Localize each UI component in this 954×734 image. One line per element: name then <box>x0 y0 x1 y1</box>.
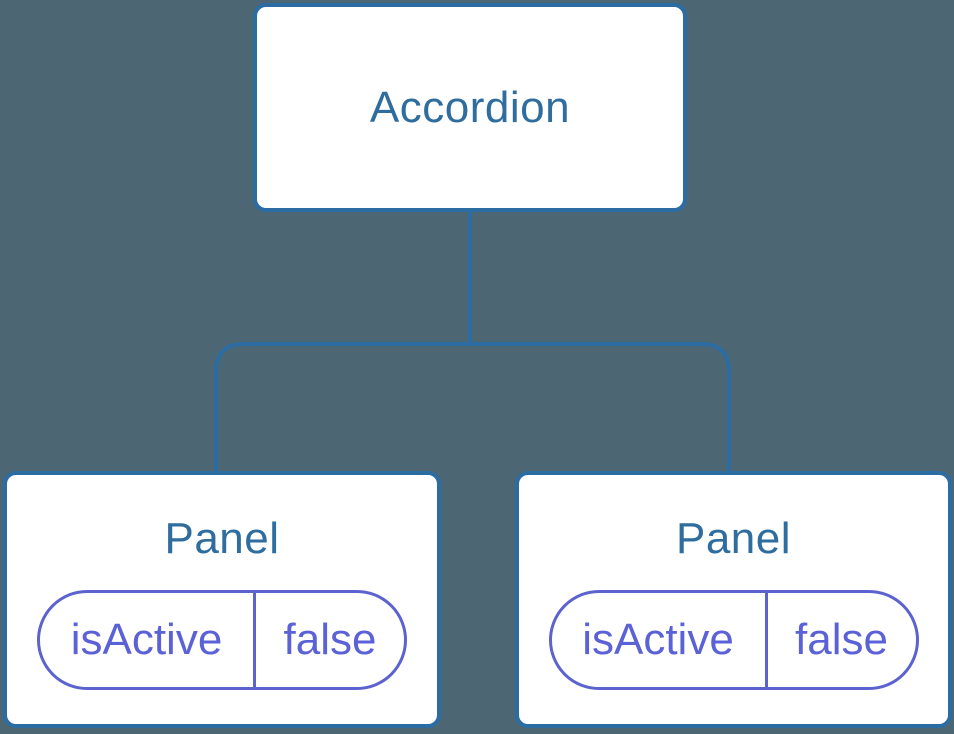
node-panel-left: Panel isActive false <box>3 471 441 728</box>
connector-branch-line <box>214 342 731 471</box>
state-value: false <box>283 615 377 664</box>
node-label: Panel <box>675 514 792 563</box>
state-value: false <box>795 615 888 664</box>
node-label: Accordion <box>369 82 571 132</box>
state-key: isActive <box>552 593 768 687</box>
state-key: isActive <box>40 593 256 687</box>
node-panel-right: Panel isActive false <box>515 471 952 728</box>
state-pill: isActive false <box>37 590 407 690</box>
state-pill: isActive false <box>548 590 919 690</box>
node-accordion: Accordion <box>253 3 687 212</box>
node-label: Panel <box>164 514 280 563</box>
